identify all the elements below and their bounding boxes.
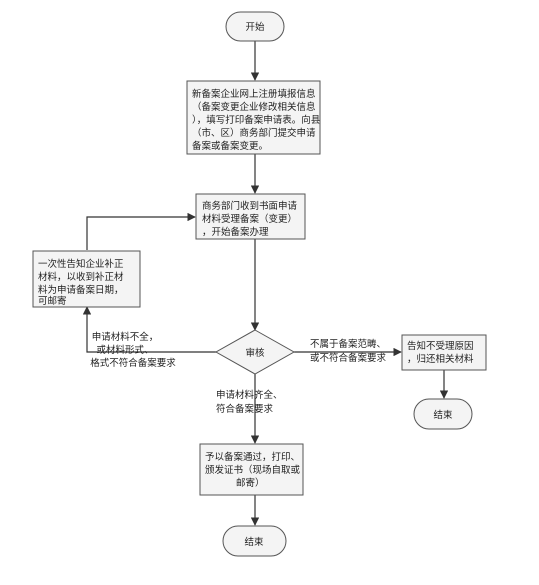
edge-label-incomplete-line-1: 申请材料不全， xyxy=(92,331,159,343)
end-bottom-node: 结束 xyxy=(222,525,287,557)
correction-line-4: 可邮寄 xyxy=(38,295,67,307)
edge-label-complete-line-2: 符合备案要求 xyxy=(216,403,274,415)
step2-line-2: 材料受理备案（变更） xyxy=(202,213,297,225)
end-bottom-label: 结束 xyxy=(244,536,264,548)
step2-accept-node: 商务部门收到书面申请 材料受理备案（变更） ，开始备案办理 xyxy=(195,193,306,240)
start-node-label: 开始 xyxy=(245,21,265,33)
review-decision-node: 审核 xyxy=(214,329,296,375)
end-right-label: 结束 xyxy=(433,409,453,421)
correction-line-2: 材料，以收到补正材 xyxy=(38,271,124,283)
reject-line-2: ，归还相关材料 xyxy=(407,353,474,365)
approve-line-3: 邮寄） xyxy=(236,477,265,489)
edge-label-not-in-scope: 不属于备案范畴、 或不符合备案要求 xyxy=(310,338,387,364)
correction-node: 一次性告知企业补正 材料，以收到补正材 料为申请备案日期， 可邮寄 xyxy=(32,250,141,308)
edge-label-incomplete-line-2: 或材料形式、 xyxy=(96,344,153,356)
end-right-node: 结束 xyxy=(413,398,473,430)
reject-line-1: 告知不受理原因 xyxy=(407,340,474,352)
review-label: 审核 xyxy=(245,347,265,359)
edge-label-complete: 申请材料齐全、 符合备案要求 xyxy=(216,389,283,415)
step1-line-1: 新备案企业网上注册填报信息 xyxy=(192,88,316,100)
edge-review-to-correction xyxy=(82,306,216,353)
edge-label-complete-line-1: 申请材料齐全、 xyxy=(216,389,283,401)
edge-label-incomplete: 申请材料不全， 或材料形式、 格式不符合备案要求 xyxy=(90,331,176,369)
edge-correction-to-step2 xyxy=(86,212,196,250)
step1-line-4: （市、区）商务部门提交申请 xyxy=(192,127,316,139)
reject-node: 告知不受理原因 ，归还相关材料 xyxy=(401,334,487,371)
start-node: 开始 xyxy=(225,11,285,42)
edge-label-incomplete-line-3: 格式不符合备案要求 xyxy=(90,357,176,369)
approve-node: 予以备案通过，打印、 颁发证书（现场自取或 邮寄） xyxy=(199,443,304,496)
step1-line-3: ），填写打印备案申请表。向县 xyxy=(192,114,320,126)
step2-line-1: 商务部门收到书面申请 xyxy=(202,200,298,212)
step2-line-3: ，开始备案办理 xyxy=(202,226,269,238)
approve-line-1: 予以备案通过，打印、 xyxy=(205,451,300,463)
correction-line-3: 料为申请备案日期， xyxy=(38,284,124,296)
edge-label-not-in-scope-line-2: 或不符合备案要求 xyxy=(310,352,387,364)
edge-label-not-in-scope-line-1: 不属于备案范畴、 xyxy=(310,338,386,350)
correction-line-1: 一次性告知企业补正 xyxy=(38,258,124,270)
step1-register-node: 新备案企业网上注册填报信息 （备案变更企业修改相关信息 ），填写打印备案申请表。… xyxy=(186,80,321,155)
step1-line-5: 备案或备案变更。 xyxy=(192,140,268,152)
step1-line-2: （备案变更企业修改相关信息 xyxy=(192,101,316,113)
approve-line-2: 颁发证书（现场自取或 xyxy=(205,464,301,476)
